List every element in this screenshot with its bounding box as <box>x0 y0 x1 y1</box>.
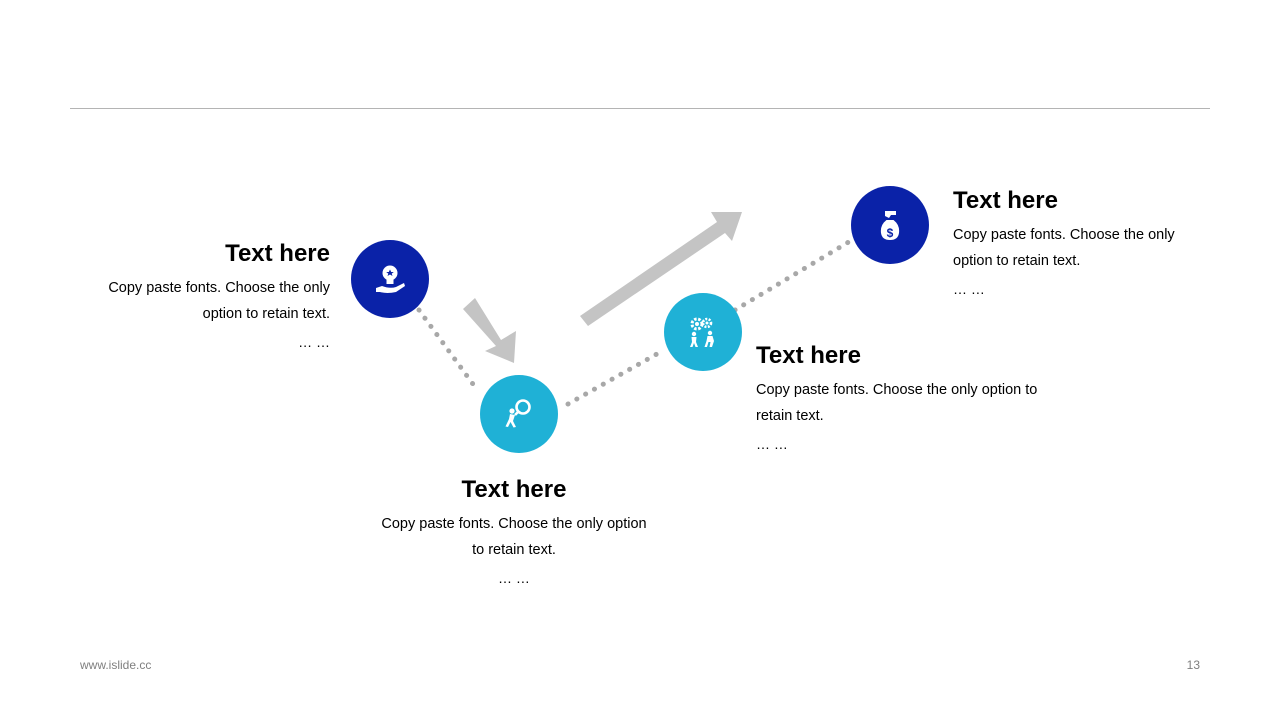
lightbulb-hand-icon <box>376 265 405 293</box>
step-3-ellipsis: … … <box>756 436 788 452</box>
step-2-ellipsis: … … <box>498 570 530 586</box>
step-1-desc: Copy paste fonts. Choose the only option… <box>108 280 330 322</box>
step-1-circle <box>351 240 429 318</box>
step-1-title: Text here <box>225 240 330 267</box>
person-magnifier-icon <box>505 399 531 428</box>
connector-2-3 <box>565 347 667 407</box>
down-arrow <box>463 298 516 363</box>
money-bag-hand-icon: $ <box>880 211 900 240</box>
connector-3-4 <box>732 237 855 313</box>
step-4-desc: Copy paste fonts. Choose the only option… <box>953 227 1175 269</box>
teamwork-gears-icon <box>690 317 714 347</box>
step-4-ellipsis: … … <box>953 281 985 297</box>
step-2-text: Text here Copy paste fonts. Choose the o… <box>380 475 648 591</box>
step-3-circle <box>664 293 742 371</box>
footer-url: www.islide.cc <box>80 658 152 672</box>
svg-text:$: $ <box>887 226 894 240</box>
step-1-text: Text here Copy paste fonts. Choose the o… <box>100 239 330 355</box>
step-3-text: Text here Copy paste fonts. Choose the o… <box>756 341 1056 457</box>
top-divider <box>70 108 1210 109</box>
step-4-circle: $ <box>851 186 929 264</box>
connector-1-2 <box>416 307 481 394</box>
step-3-desc: Copy paste fonts. Choose the only option… <box>756 382 1038 424</box>
step-2-circle <box>480 375 558 453</box>
step-3-title: Text here <box>756 342 861 369</box>
page-number: 13 <box>1186 658 1200 672</box>
step-2-desc: Copy paste fonts. Choose the only option… <box>381 516 647 558</box>
up-arrow <box>580 212 742 326</box>
step-4-text: Text here Copy paste fonts. Choose the o… <box>953 186 1213 302</box>
step-1-ellipsis: … … <box>298 334 330 350</box>
step-4-title: Text here <box>953 187 1058 214</box>
step-2-title: Text here <box>461 476 567 503</box>
